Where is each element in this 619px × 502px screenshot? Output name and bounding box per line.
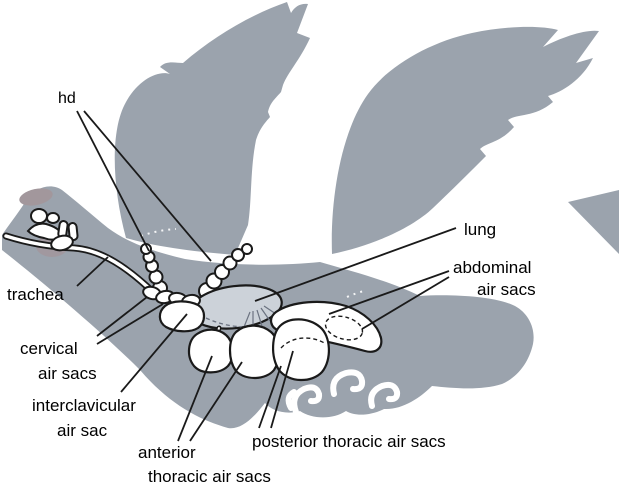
labels: hd trachea cervical air sacs interclavic… xyxy=(7,90,536,486)
abdominal-hidden-sac-dashed xyxy=(324,315,364,341)
leader-trachea xyxy=(76,256,109,287)
head-air-sac-curls xyxy=(26,208,79,252)
leader-hd-2 xyxy=(83,110,212,262)
head-crown-patch xyxy=(19,188,53,206)
leader-anterior-1 xyxy=(177,355,213,442)
bird-silhouette xyxy=(2,2,619,429)
leader-lung xyxy=(254,227,457,302)
posterior-thoracic-shape xyxy=(272,318,330,382)
leader-cervical-1 xyxy=(96,296,148,337)
hidden-outline-dots xyxy=(140,228,365,298)
interclavicular-air-sac-shape xyxy=(158,300,206,333)
leader-abdominal-2 xyxy=(361,276,450,330)
leader-posterior-2 xyxy=(270,350,294,429)
far-wing xyxy=(114,2,311,255)
label-anterior-line2: thoracic air sacs xyxy=(148,467,271,486)
respiratory-structures xyxy=(2,208,383,382)
leader-anterior-2 xyxy=(189,361,243,442)
leader-posterior-1 xyxy=(258,365,282,429)
anterior-thoracic-lobe-1 xyxy=(187,328,234,374)
leader-cervical-2 xyxy=(96,303,164,345)
tail-fluff-curls xyxy=(285,369,401,415)
label-abdominal-line2: air sacs xyxy=(477,280,536,299)
label-interclavicular-line2: air sac xyxy=(57,421,108,440)
label-anterior-line1: anterior xyxy=(138,443,196,462)
leader-abdominal-1 xyxy=(328,270,450,315)
label-posterior: posterior thoracic air sacs xyxy=(252,432,446,451)
label-abdominal-line1: abdominal xyxy=(453,258,531,277)
label-cervical-line2: air sacs xyxy=(38,364,97,383)
near-wing xyxy=(331,26,599,254)
label-trachea: trachea xyxy=(7,285,64,304)
posterior-dashed-arc xyxy=(280,337,327,349)
leader-hd-1 xyxy=(76,110,150,252)
label-hd: hd xyxy=(58,90,76,107)
leader-interclavicular xyxy=(120,313,188,393)
leader-lines xyxy=(76,110,457,442)
label-interclavicular-line1: interclavicular xyxy=(32,396,136,415)
anterior-thoracic-lobe-2 xyxy=(228,324,280,380)
trachea-tube xyxy=(2,232,158,297)
label-cervical-line1: cervical xyxy=(20,339,78,358)
right-edge-feather xyxy=(568,190,619,254)
label-lung: lung xyxy=(464,220,496,239)
